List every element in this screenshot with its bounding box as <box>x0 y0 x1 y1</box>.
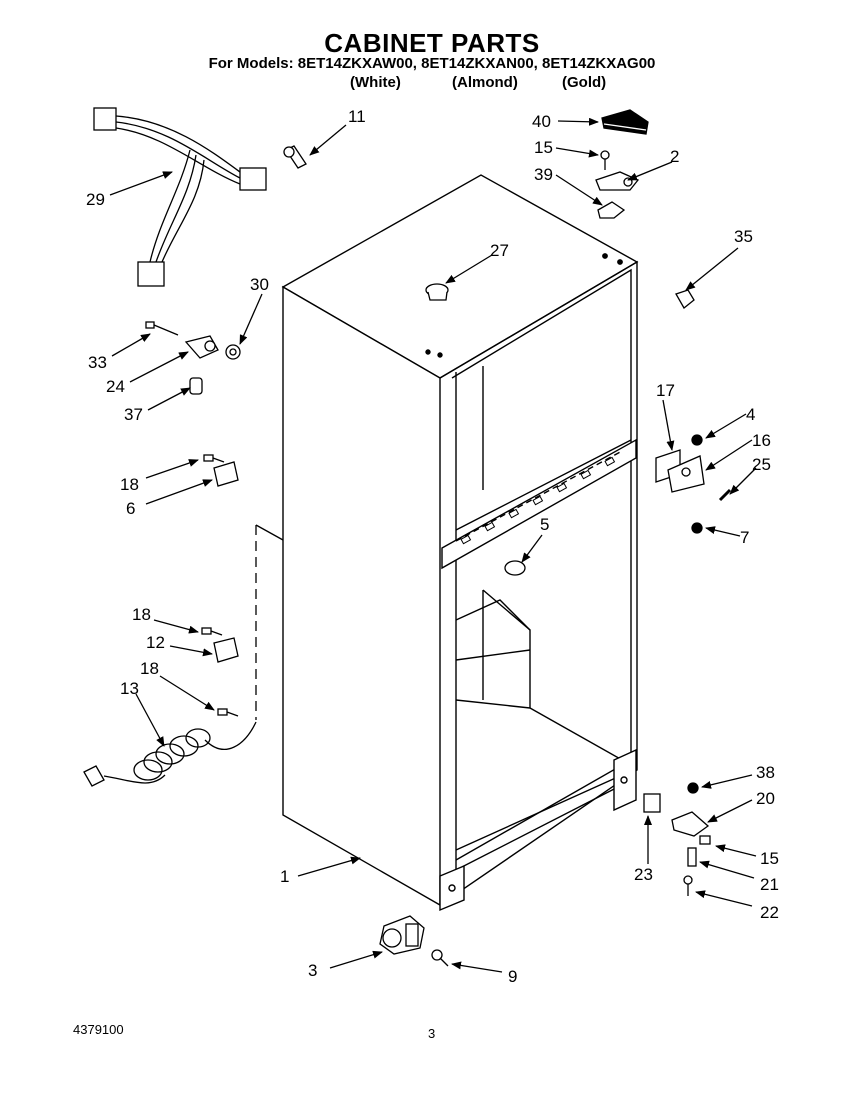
cabinet-body <box>281 174 639 912</box>
callout-24: 24 <box>106 377 125 396</box>
page-number: 3 <box>428 1026 436 1041</box>
callout-37: 37 <box>124 405 143 424</box>
callout-17: 17 <box>656 381 675 400</box>
roller-bracket-part <box>145 321 241 395</box>
hinge-shim-part <box>597 201 626 219</box>
color-gold: (Gold) <box>562 74 607 91</box>
cabinet-plug-part <box>425 283 449 301</box>
callout-27: 27 <box>490 241 509 260</box>
callout-7: 7 <box>740 528 749 547</box>
callout-22: 22 <box>760 903 779 922</box>
bracket-6-part <box>213 461 239 487</box>
bracket-12-part <box>213 637 239 663</box>
screw-18-mid-part <box>201 627 223 636</box>
callout-12: 12 <box>146 633 165 652</box>
color-almond: (Almond) <box>452 74 518 91</box>
bottom-hinge-part <box>643 782 711 896</box>
callout-23: 23 <box>634 865 653 884</box>
screw-18-low-part <box>217 708 239 717</box>
hinge-cover-part <box>601 109 649 135</box>
callout-21: 21 <box>760 875 779 894</box>
center-hinge-part <box>655 434 732 534</box>
leader-lines <box>109 117 757 973</box>
callout-16: 16 <box>752 431 771 450</box>
plug-button-part <box>675 289 695 309</box>
callout-3: 3 <box>308 961 317 980</box>
callout-33: 33 <box>88 353 107 372</box>
wire-harness-part <box>93 107 267 287</box>
callout-15-bottom: 15 <box>760 849 779 868</box>
callout-30: 30 <box>250 275 269 294</box>
callout-29: 29 <box>86 190 105 209</box>
mullion-button-part <box>504 560 526 576</box>
page-title: CABINET PARTS <box>324 28 540 58</box>
callout-18-mid: 18 <box>132 605 151 624</box>
doc-number: 4379100 <box>73 1022 124 1037</box>
callout-39: 39 <box>534 165 553 184</box>
front-roller-part <box>379 915 425 955</box>
callout-6: 6 <box>126 499 135 518</box>
callout-1: 1 <box>280 867 289 886</box>
callout-labels: 11 29 40 15 2 39 35 27 30 33 24 37 17 4 … <box>86 107 779 986</box>
callout-40: 40 <box>532 112 551 131</box>
models-line: For Models: 8ET14ZKXAW00, 8ET14ZKXAN00, … <box>208 55 656 72</box>
power-cord-part <box>83 524 284 787</box>
screw-9-part <box>431 949 449 967</box>
callout-9: 9 <box>508 967 517 986</box>
color-white: (White) <box>350 74 401 91</box>
callout-5: 5 <box>540 515 549 534</box>
callout-15-top: 15 <box>534 138 553 157</box>
top-hinge-part <box>595 171 640 191</box>
callout-20: 20 <box>756 789 775 808</box>
callout-25: 25 <box>752 455 771 474</box>
screw-11-part <box>283 145 307 169</box>
screw-15-top-part <box>600 150 610 170</box>
callout-38: 38 <box>756 763 775 782</box>
callout-35: 35 <box>734 227 753 246</box>
callout-11: 11 <box>348 107 366 126</box>
callout-18-low: 18 <box>140 659 159 678</box>
callout-2: 2 <box>670 147 679 166</box>
callout-13: 13 <box>120 679 139 698</box>
callout-4: 4 <box>746 405 755 424</box>
screw-18-top-part <box>203 454 225 463</box>
callout-18-top: 18 <box>120 475 139 494</box>
mullion-slots <box>460 456 616 545</box>
